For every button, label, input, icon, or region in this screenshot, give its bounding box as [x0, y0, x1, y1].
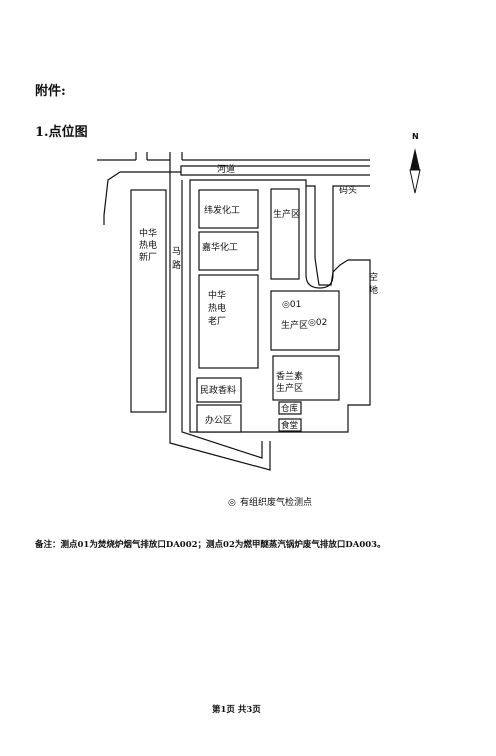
dock-label: 码头 [339, 185, 357, 196]
xianglansu-label-1: 香兰素 [276, 370, 303, 382]
page-footer: 第1页 共3页 [212, 705, 261, 715]
xianglansu-production [272, 355, 340, 401]
section-title: 1.点位图 [35, 125, 88, 140]
zhonghua-new-label-1: 中华 [139, 227, 157, 239]
jiahua-chemical [198, 231, 259, 271]
road-label-1: 马 [172, 246, 181, 257]
zhonghua-new-label-2: 热电 [139, 239, 157, 251]
road [169, 160, 271, 471]
legend-text: 有组织废气检测点 [240, 496, 312, 508]
river-road-lines [97, 152, 370, 225]
weifa-chemical [198, 189, 259, 229]
zhonghua-new-plant [130, 189, 167, 413]
north-label: N [412, 132, 419, 141]
canal [305, 185, 370, 289]
zhonghua-old-label-2: 热电 [208, 302, 226, 314]
canteen [278, 418, 302, 432]
warehouse-label: 仓库 [281, 403, 299, 414]
minzheng-spice [196, 377, 242, 403]
river-label: 河道 [217, 163, 235, 175]
monitoring-point-01: ◎01 [282, 300, 301, 310]
vacant-land-label-2: 地 [369, 284, 378, 296]
zhonghua-old-label-3: 老厂 [208, 315, 226, 327]
minzheng-label: 民政香料 [200, 384, 236, 396]
zhonghua-old-plant [198, 274, 259, 369]
weifa-label: 纬发化工 [204, 204, 240, 216]
road-label-2: 路 [172, 259, 181, 271]
warehouse [278, 401, 302, 415]
legend-symbol: ◎ [228, 498, 236, 508]
north-arrow-icon [409, 148, 421, 194]
monitoring-point-02: ◎02 [308, 318, 327, 328]
office-area [196, 404, 242, 433]
canteen-label: 食堂 [281, 420, 298, 431]
production-area-top [270, 188, 300, 280]
vacant-land-label-1: 空 [369, 271, 378, 283]
production-area-main [270, 290, 340, 351]
office-label: 办公区 [205, 414, 232, 426]
xianglansu-label-2: 生产区 [276, 382, 303, 394]
zhonghua-new-label-3: 新厂 [139, 251, 157, 263]
attachment-label: 附件: [35, 84, 66, 99]
production-area-main-label: 生产区 [281, 319, 308, 331]
note-text: 备注：测点01为焚烧炉烟气排放口DA002；测点02为燃甲醚蒸汽锅炉废气排放口D… [35, 540, 386, 550]
production-area-top-label: 生产区 [273, 208, 300, 220]
zhonghua-old-label-1: 中华 [208, 289, 226, 301]
jiahua-label: 嘉华化工 [202, 241, 238, 253]
